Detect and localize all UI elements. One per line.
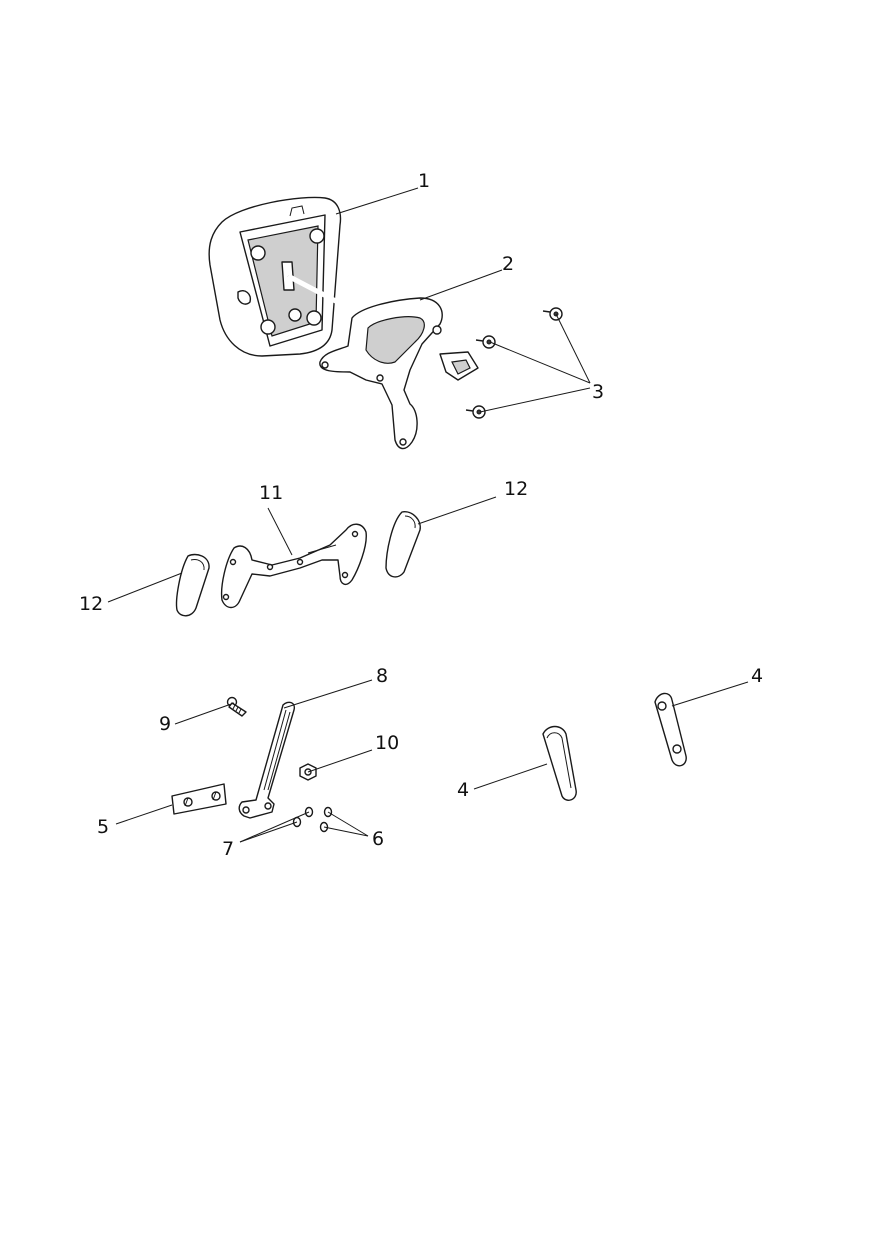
part-12-pad-left	[175, 553, 210, 617]
callout-2: 2	[502, 253, 514, 275]
part-6-nuts	[319, 806, 333, 833]
part-3-bolts	[465, 307, 563, 419]
callout-12-right: 12	[504, 478, 528, 500]
callout-7: 7	[222, 838, 234, 860]
callout-10: 10	[375, 732, 399, 754]
part-4-spacer-left	[542, 725, 577, 801]
callout-6: 6	[372, 828, 384, 850]
callout-8: 8	[376, 665, 388, 687]
part-2-bracket	[286, 273, 479, 450]
callout-5: 5	[97, 816, 109, 838]
part-1-housing	[208, 196, 342, 357]
callout-1: 1	[418, 170, 430, 192]
callout-4-right: 4	[751, 665, 763, 687]
leader-lines	[107, 187, 749, 843]
part-8-arm	[238, 701, 296, 819]
callout-11: 11	[259, 482, 283, 504]
callout-12-left: 12	[79, 593, 103, 615]
callout-labels: 1 2 3 11 12 12 9 8 10 5 7 6 4 4	[79, 170, 763, 860]
part-5-plate	[171, 783, 227, 815]
part-9-screw	[226, 696, 247, 717]
part-11-mounting-plate	[220, 523, 367, 609]
callout-9: 9	[159, 713, 171, 735]
callout-4-left: 4	[457, 779, 469, 801]
part-4-spacer-right	[654, 692, 687, 767]
part-12-pad-right	[385, 511, 421, 578]
callout-3: 3	[592, 381, 604, 403]
